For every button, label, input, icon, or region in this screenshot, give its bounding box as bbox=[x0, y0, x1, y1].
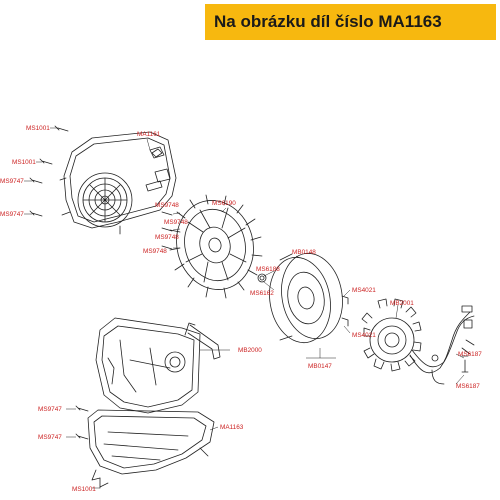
leader-lines bbox=[24, 127, 465, 489]
shroud-drawing bbox=[95, 317, 221, 414]
label-mb2001: MB2001 bbox=[390, 300, 414, 307]
label-ms9748-d: MS9748 bbox=[143, 248, 167, 255]
label-ma1163: MA1163 bbox=[220, 424, 244, 431]
label-ma1161: MA1161 bbox=[137, 131, 161, 138]
label-ms6162: MS6162 bbox=[250, 290, 274, 297]
label-mb2000: MB2000 bbox=[238, 347, 262, 354]
label-ms9747-c: MS9747 bbox=[38, 406, 62, 413]
label-ms9748-c: MS9748 bbox=[155, 234, 179, 241]
part-labels: MS1001 MS1001 MS9747 MS9747 MA1161 MS974… bbox=[0, 125, 482, 493]
label-ms4021-b: MS4021 bbox=[352, 332, 376, 339]
banner-text: Na obrázku díl číslo MA1163 bbox=[214, 12, 442, 31]
label-ms9747-d: MS9747 bbox=[38, 434, 62, 441]
label-ms6187-b: MS6187 bbox=[456, 383, 480, 390]
label-ms9748-a: MS9748 bbox=[155, 202, 179, 209]
label-ms6190: MS6190 bbox=[212, 200, 236, 207]
lower-cover-drawing bbox=[87, 409, 215, 481]
label-ms9748-b: MS9748 bbox=[164, 219, 188, 226]
stator-drawing bbox=[361, 298, 475, 385]
part-number-banner: Na obrázku díl číslo MA1163 bbox=[205, 4, 496, 40]
label-ms1001-a: MS1001 bbox=[26, 125, 50, 132]
flywheel-fan-drawing bbox=[169, 194, 263, 299]
label-ms9747-b: MS9747 bbox=[0, 211, 24, 218]
label-ms9747-a: MS9747 bbox=[0, 178, 24, 185]
label-ms6187-a: MS6187 bbox=[458, 351, 482, 358]
label-ms1001-b: MS1001 bbox=[12, 159, 36, 166]
label-mb0147: MB0147 bbox=[308, 363, 332, 370]
label-ms4021-a: MS4021 bbox=[352, 287, 376, 294]
label-ms6188: MS6188 bbox=[256, 266, 280, 273]
fan-cover-drawing bbox=[59, 131, 177, 235]
rotor-drawing bbox=[269, 252, 343, 344]
label-mb0148: MB0148 bbox=[292, 249, 316, 256]
label-ms1001-c: MS1001 bbox=[72, 486, 96, 493]
bolt-symbols bbox=[29, 125, 469, 489]
